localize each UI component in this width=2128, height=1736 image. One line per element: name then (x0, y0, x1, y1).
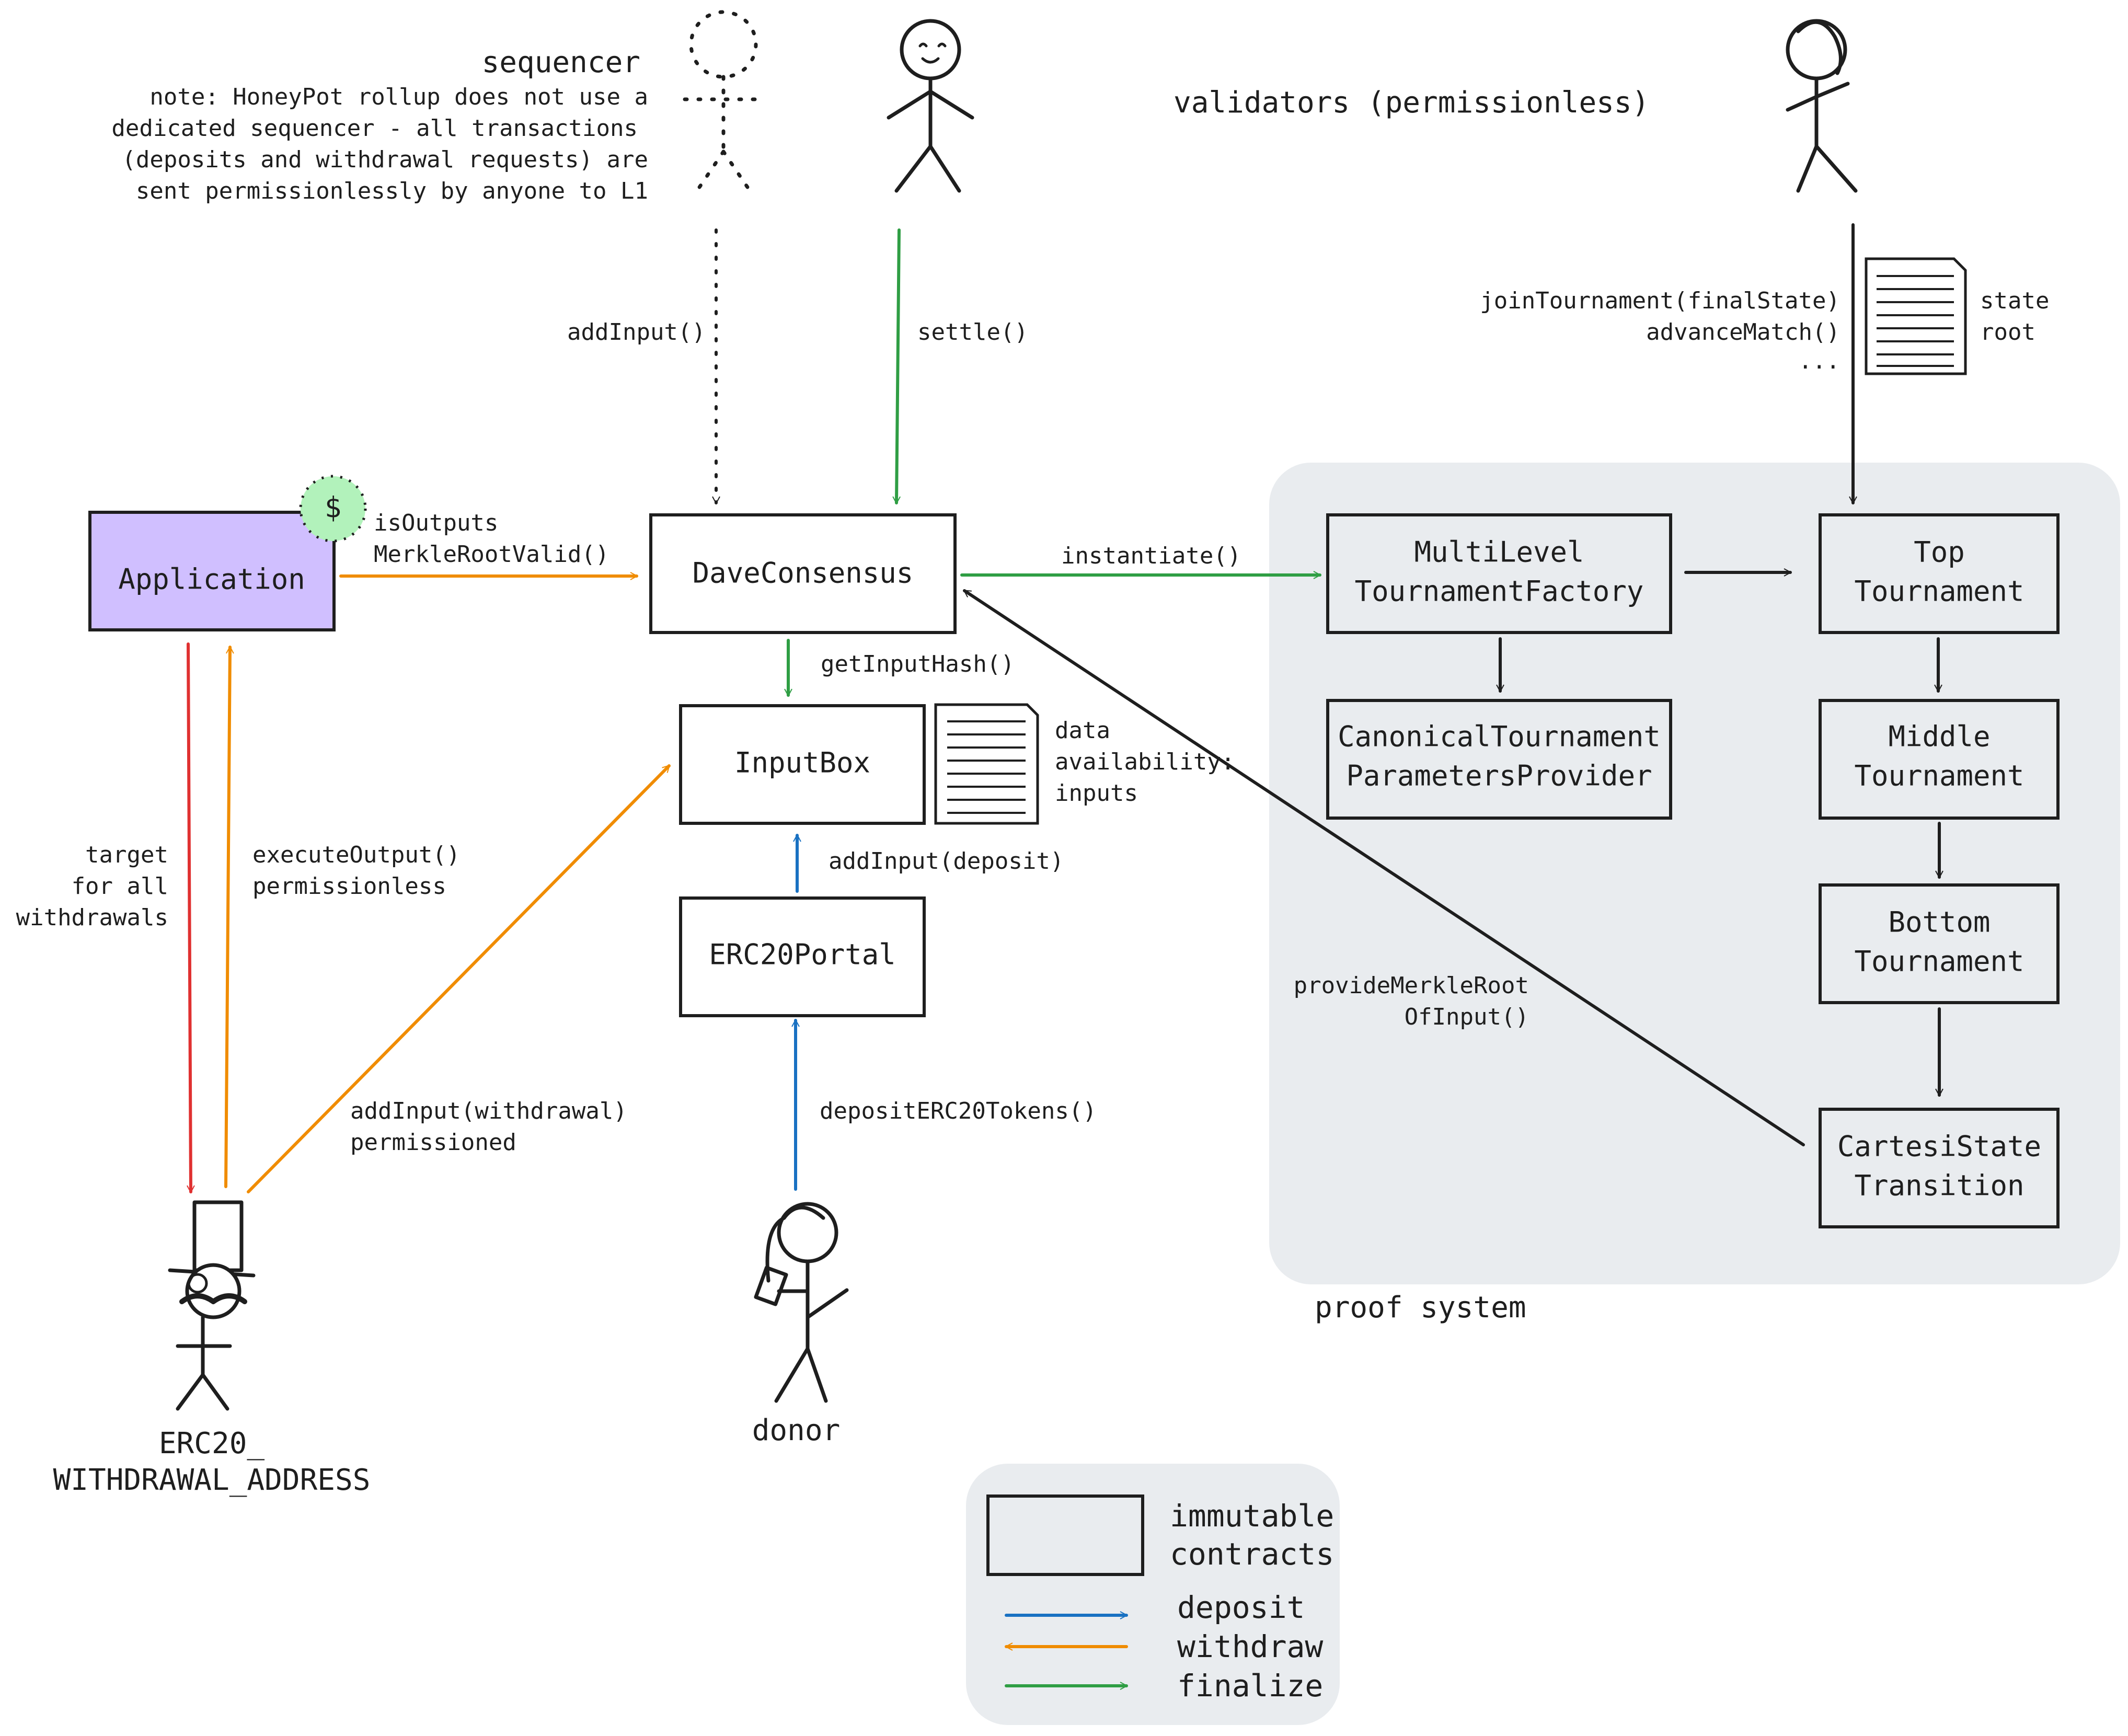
target-withdrawals-arrow (187, 642, 191, 1192)
target-label-3: withdrawals (16, 904, 168, 931)
params-provider-box[interactable] (1326, 699, 1672, 820)
add-input-label: addInput() (567, 319, 706, 346)
add-input-withdrawal-label-1: addInput(withdrawal) (350, 1098, 627, 1124)
settle-label: settle() (917, 319, 1028, 346)
provide-merkle-label-1: provideMerkleRoot (1294, 972, 1529, 999)
middle-tournament-label-1: Middle (1888, 720, 1990, 753)
execute-output-label-2: permissionless (252, 873, 446, 900)
target-label-2: for all (72, 873, 168, 900)
data-availability-label-2: availability: (1055, 749, 1235, 775)
cartesi-state-transition-box[interactable] (1819, 1108, 2060, 1228)
provide-merkle-root-arrow (963, 589, 1805, 1146)
dollar-label: $ (325, 491, 342, 524)
settle-arrow (896, 228, 901, 503)
sequencer-name: sequencer (482, 45, 640, 79)
add-input-withdrawal-arrow (247, 764, 671, 1193)
application-box[interactable] (88, 511, 336, 631)
deposit-tokens-label: depositERC20Tokens() (820, 1098, 1097, 1124)
bottom-tournament-label-1: Bottom (1888, 906, 1990, 939)
data-availability-label-3: inputs (1055, 780, 1138, 807)
sequencer-note-4: sent permissionlessly by anyone to L1 (136, 178, 648, 204)
application-label: Application (118, 563, 305, 596)
join-label-3: ... (1799, 348, 1840, 374)
cartesi-label-1: CartesiState (1837, 1130, 2041, 1163)
is-outputs-label-2: MerkleRootValid() (374, 541, 609, 568)
sequencer-note-3: (deposits and withdrawal requests) are (122, 146, 648, 173)
params-provider-label-2: ParametersProvider (1346, 760, 1652, 792)
withdrawal-address-figure-icon (168, 1200, 256, 1411)
factory-label-2: TournamentFactory (1355, 575, 1644, 608)
validator-figure-icon (1786, 19, 1858, 193)
top-tournament-box[interactable] (1819, 513, 2060, 634)
legend-finalize-label: finalize (1177, 1668, 1323, 1704)
proof-system-label: proof system (1315, 1291, 1526, 1325)
is-outputs-label-1: isOutputs (374, 510, 498, 536)
legend-withdraw-label: withdraw (1177, 1629, 1323, 1664)
arrows (187, 223, 1939, 1686)
add-input-deposit-label: addInput(deposit) (829, 848, 1064, 875)
execute-output-arrow (224, 647, 230, 1188)
inputs-document-icon (934, 703, 1039, 825)
top-tournament-label-2: Tournament (1854, 575, 2024, 608)
sequencer-figure-icon (683, 10, 764, 196)
validators-label: validators (permissionless) (1174, 86, 1649, 120)
factory-label-1: MultiLevel (1414, 536, 1584, 569)
state-root-document-icon (1865, 257, 1967, 375)
sequencer-note-1: note: HoneyPot rollup does not use a (149, 84, 648, 110)
top-tournament-label-1: Top (1914, 536, 1965, 569)
state-root-label-2: root (1980, 319, 2035, 346)
donor-figure-icon (754, 1202, 849, 1403)
cartesi-label-2: Transition (1854, 1169, 2024, 1202)
factory-box[interactable] (1326, 513, 1672, 634)
withdrawal-address-label-2: WITHDRAWAL_ADDRESS (53, 1463, 371, 1497)
input-box-box[interactable] (679, 704, 926, 825)
legend-immutable-box (986, 1494, 1144, 1576)
bottom-tournament-box[interactable] (1819, 883, 2060, 1004)
dave-consensus-box[interactable] (649, 513, 957, 634)
join-label-2: advanceMatch() (1646, 319, 1840, 346)
middle-tournament-box[interactable] (1819, 699, 2060, 820)
state-root-label-1: state (1980, 288, 2049, 314)
erc20-portal-box[interactable] (679, 896, 926, 1017)
data-availability-label-1: data (1055, 717, 1110, 744)
donor-label: donor (752, 1413, 841, 1447)
params-provider-label-1: CanonicalTournament (1338, 720, 1661, 753)
settler-figure-icon (887, 19, 974, 193)
execute-output-label-1: executeOutput() (252, 842, 460, 868)
middle-tournament-label-2: Tournament (1854, 760, 2024, 792)
legend-immutable-label-2: contracts (1170, 1536, 1334, 1572)
get-input-hash-label: getInputHash() (821, 651, 1015, 677)
withdrawal-address-label-1: ERC20_ (159, 1427, 265, 1461)
instantiate-label: instantiate() (1061, 543, 1241, 569)
legend-deposit-label: deposit (1177, 1590, 1305, 1625)
proof-system-panel (1269, 463, 2120, 1284)
legend-immutable-label-1: immutable (1170, 1498, 1334, 1534)
sequencer-note-2: dedicated sequencer - all transactions (111, 115, 638, 142)
dave-consensus-label: DaveConsensus (693, 557, 914, 590)
erc20-portal-label: ERC20Portal (709, 938, 896, 971)
dollar-badge (299, 475, 367, 543)
provide-merkle-label-2: OfInput() (1405, 1004, 1529, 1030)
join-label-1: joinTournament(finalState) (1480, 288, 1840, 314)
add-input-withdrawal-label-2: permissioned (350, 1129, 516, 1156)
bottom-tournament-label-2: Tournament (1854, 945, 2024, 978)
target-label-1: target (85, 842, 168, 868)
input-box-label: InputBox (734, 746, 870, 779)
